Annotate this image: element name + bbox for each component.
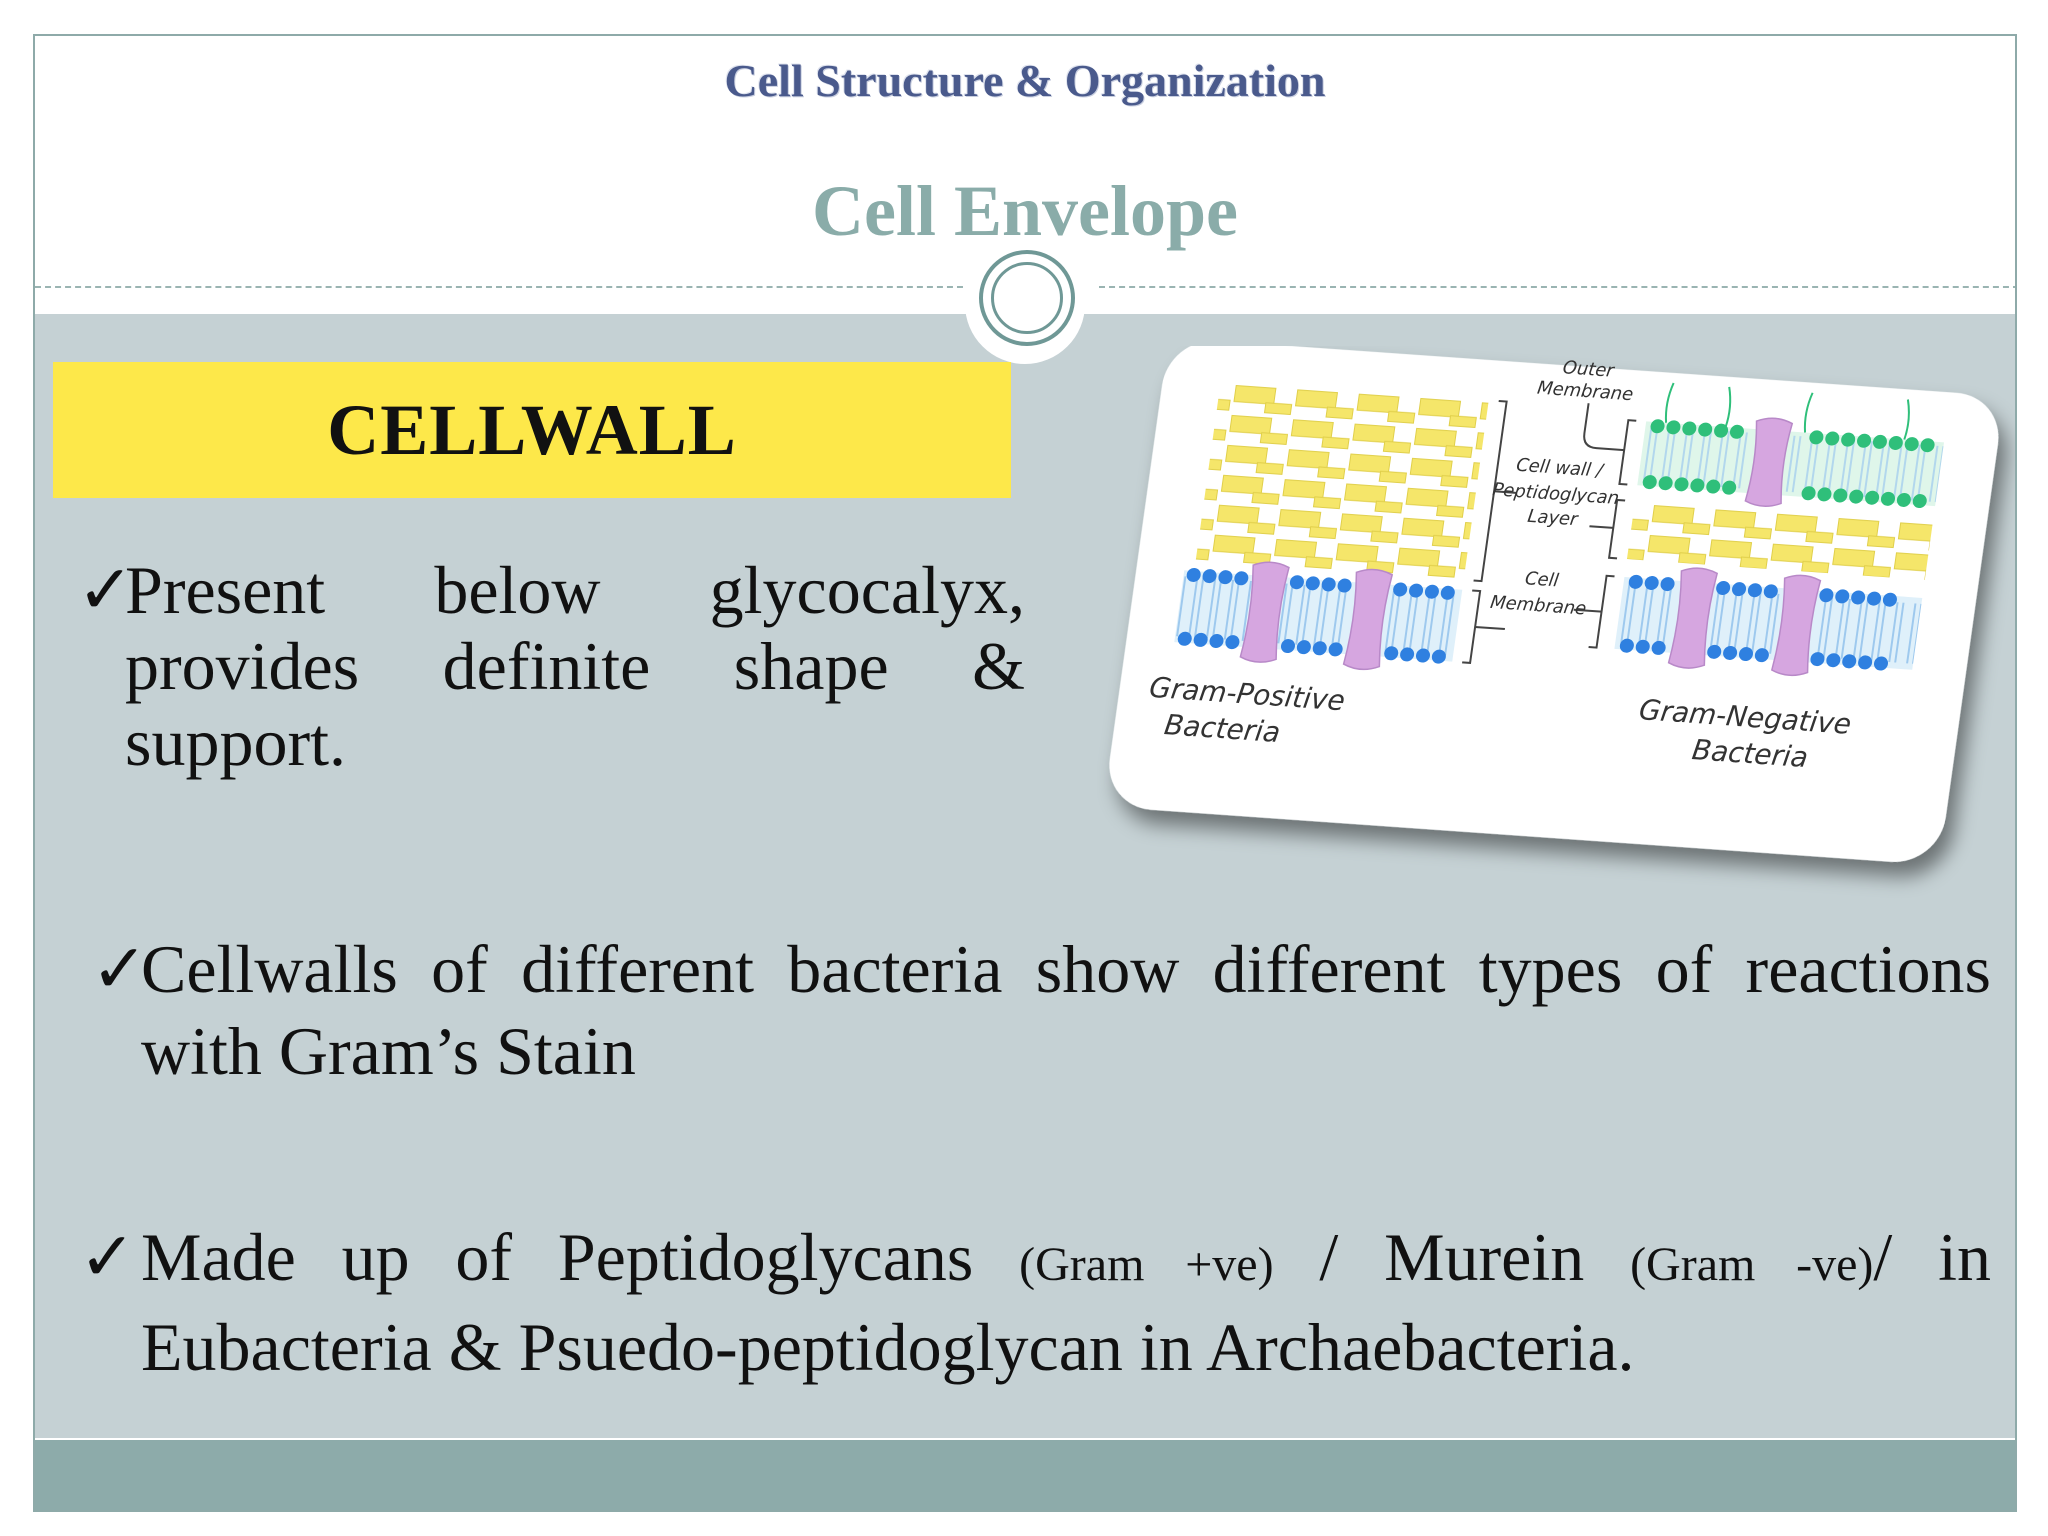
subject-heading: Cell Structure & Organization [724, 55, 1326, 106]
label-outer-1: Outer [1561, 357, 1616, 382]
label-gram-negative-2: Bacteria [1690, 733, 1810, 774]
gram-negative-note: (Gram -ve) [1630, 1238, 1874, 1291]
peptidoglycan-thick [1195, 381, 1489, 580]
diagram-svg: Outer Membrane Cell wall / Peptidoglycan… [1109, 340, 1999, 862]
gram-cell-wall-diagram: Outer Membrane Cell wall / Peptidoglycan… [1097, 340, 2015, 906]
cellwall-banner: CELLWALL [53, 362, 1011, 498]
bullet-point-1: ✓ Present below glycocalyx, provides def… [77, 552, 1025, 780]
checkmark-icon: ✓ [79, 1219, 136, 1295]
slide-title: Cell Envelope [812, 171, 1238, 251]
bullet-text-a: Made up of Peptidoglycans [141, 1219, 1020, 1295]
bullet-text: Cellwalls of different bacteria show dif… [141, 931, 1991, 1089]
gram-positive-note: (Gram +ve) [1019, 1238, 1274, 1291]
outer-membrane [1637, 382, 1945, 509]
checkmark-icon: ✓ [91, 931, 148, 1007]
bullet-text-b: / Murein [1273, 1219, 1631, 1295]
footer-band [35, 1440, 2015, 1510]
divider-right [1099, 286, 2015, 288]
bullet-text: Present below glycocalyx, provides defin… [125, 552, 1025, 780]
label-membrane-1: Cell [1524, 568, 1560, 591]
slide: Cell Structure & Organization Cell Envel… [33, 34, 2017, 1512]
cellwall-banner-label: CELLWALL [327, 389, 737, 470]
bullet-point-2: ✓ Cellwalls of different bacteria show d… [91, 928, 1991, 1092]
label-wall-3: Layer [1526, 506, 1580, 531]
ring-ornament-icon [979, 250, 1075, 346]
peptidoglycan-thin [1626, 501, 1933, 580]
cell-membrane-negative [1614, 567, 1923, 677]
label-gram-positive-2: Bacteria [1162, 708, 1282, 749]
bullet-text-c: / in Eubacteria & Psuedo-peptidoglycan i… [141, 1219, 1991, 1385]
checkmark-icon: ✓ [77, 552, 134, 628]
divider-left [35, 286, 973, 288]
leader-lines [1462, 399, 1637, 664]
bullet-point-3: ✓ Made up of Peptidoglycans (Gram +ve) /… [79, 1216, 1991, 1388]
diagram-card: Outer Membrane Cell wall / Peptidoglycan… [1109, 340, 1999, 862]
header: Cell Structure & Organization Cell Envel… [35, 36, 2015, 288]
